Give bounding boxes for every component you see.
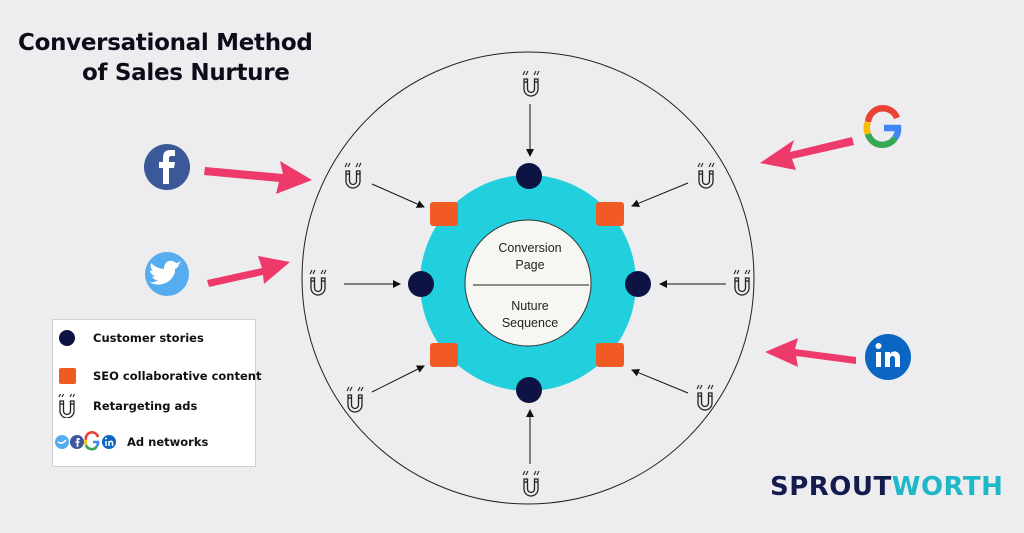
legend-label-customer-stories: Customer stories: [93, 331, 204, 345]
customer-story-dot-top: [516, 163, 542, 189]
pink-arrow-facebook: [204, 161, 312, 194]
ad-networks-icons: [55, 431, 116, 451]
magnet-icon: [696, 384, 714, 411]
arrow-bottom-right: [631, 368, 689, 394]
legend-row-retargeting: Retargeting ads: [53, 394, 197, 418]
magnet-icon: [58, 394, 76, 418]
legend: Customer stories SEO collaborative conte…: [52, 319, 261, 467]
brand-part-2: WORTH: [891, 472, 1004, 502]
ad-network-arrows: [204, 137, 856, 367]
title-line-1: Conversational Method: [18, 30, 313, 56]
magnet-icon: [522, 70, 540, 97]
seo-square-top-left: [430, 202, 458, 226]
twitter-icon: [55, 435, 69, 449]
retargeting-arrows: [344, 104, 726, 464]
magnet-icon: [697, 162, 715, 189]
legend-row-seo: SEO collaborative content: [53, 364, 261, 388]
center-label-sequence: Sequence: [502, 316, 558, 330]
magnet-icon: [522, 470, 540, 497]
linkedin-icon: [865, 334, 911, 380]
center-label-nuture: Nuture: [511, 299, 549, 313]
pink-arrow-twitter: [207, 256, 290, 287]
seo-square-bottom-right: [596, 343, 624, 367]
arrow-top-right: [631, 182, 689, 208]
magnet-icon: [309, 269, 327, 296]
google-icon: [84, 431, 100, 451]
outer-circle: [301, 51, 755, 505]
magnet-icon: [346, 386, 364, 413]
facebook-icon: [144, 144, 190, 190]
page-title: Conversational Method of Sales Nurture: [18, 28, 313, 88]
magnet-icon: [344, 162, 362, 189]
arrow-bottom-left: [371, 365, 425, 393]
legend-label-retargeting: Retargeting ads: [93, 399, 198, 413]
title-line-2: of Sales Nurture: [82, 60, 290, 86]
center-label-conversion: Conversion: [498, 241, 561, 255]
customer-story-dot-right: [625, 271, 651, 297]
inner-circle: [464, 219, 592, 347]
legend-row-customer-stories: Customer stories: [53, 326, 204, 350]
magnet-icon: [733, 269, 751, 296]
center-label-page: Page: [515, 258, 544, 272]
brand-logo: SPROUTWORTH: [770, 472, 1003, 502]
pink-arrow-linkedin: [765, 338, 856, 367]
arrow-top-left: [371, 183, 425, 208]
navy-dot-icon: [59, 330, 75, 346]
seo-square-top-right: [596, 202, 624, 226]
twitter-icon: [145, 252, 189, 296]
customer-story-dot-bottom: [516, 377, 542, 403]
seo-square-bottom-left: [430, 343, 458, 367]
legend-row-ad-networks: Ad networks: [53, 430, 208, 454]
google-icon: [863, 105, 902, 149]
orange-square-icon: [59, 368, 76, 384]
customer-story-dot-left: [408, 271, 434, 297]
pink-arrow-google: [760, 137, 854, 170]
legend-label-ad-networks: Ad networks: [127, 435, 209, 449]
brand-part-1: SPROUT: [770, 472, 892, 502]
legend-label-seo: SEO collaborative content: [93, 369, 262, 383]
